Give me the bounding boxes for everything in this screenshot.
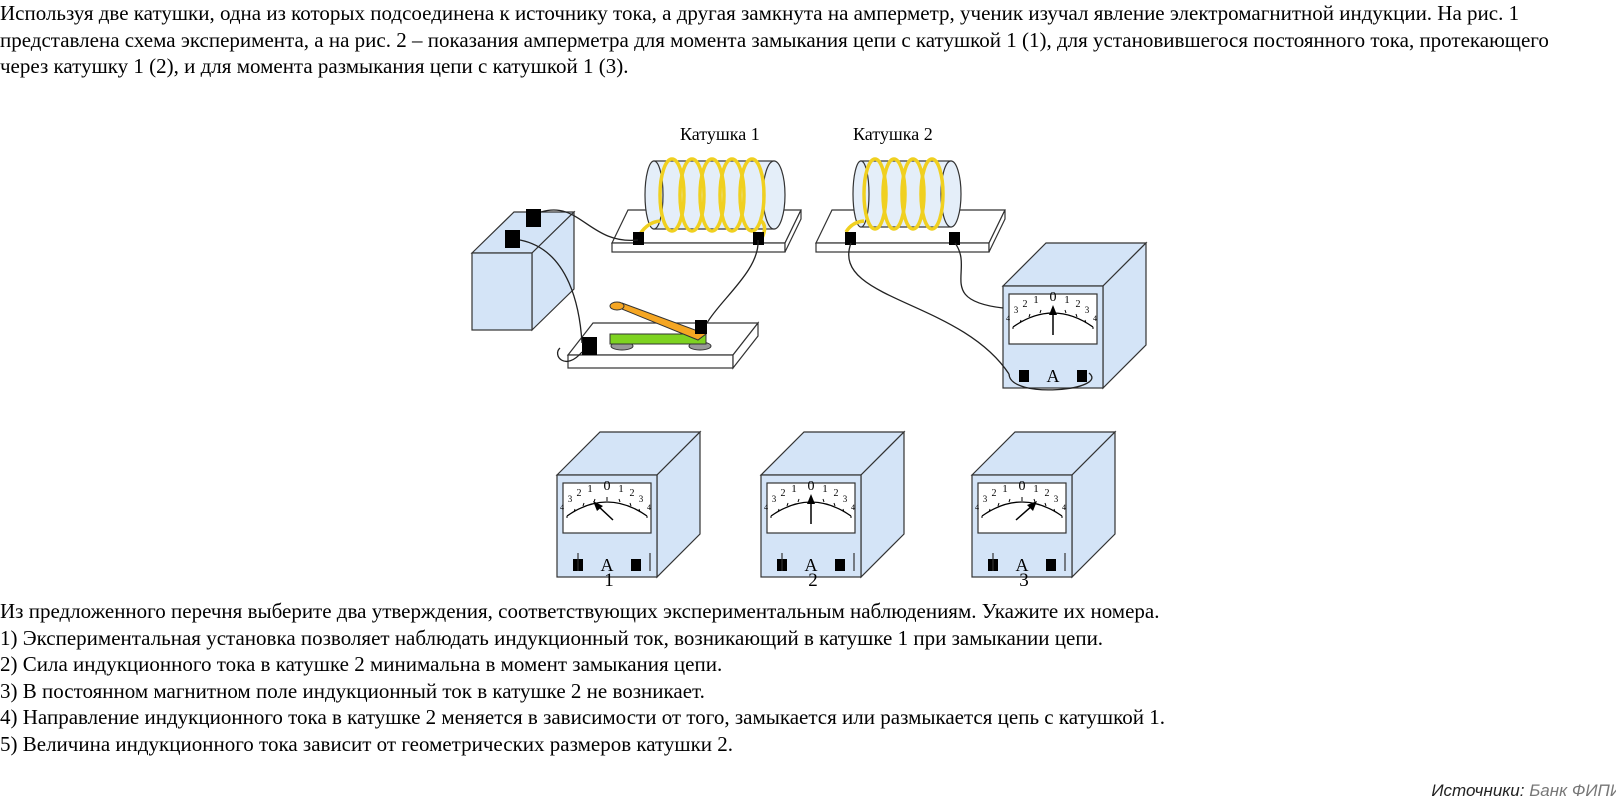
meter-reading-3 — [971, 431, 1116, 578]
option-5: 5) Величина индукционного тока зависит о… — [0, 731, 734, 756]
scale-label: 4 — [975, 503, 979, 512]
scale-label: 3 — [1014, 305, 1019, 315]
option-1: 1) Экспериментальная установка позволяет… — [0, 625, 1104, 650]
ammeter-symbol: A — [805, 555, 818, 575]
meter-caption: 1 — [604, 570, 614, 591]
scale-label: 3 — [843, 494, 848, 504]
scale-label: 4 — [1006, 314, 1010, 323]
coil-2-label: Катушка 2 — [853, 124, 933, 144]
scale-label: 4 — [647, 503, 651, 512]
scale-label: 2 — [1045, 488, 1050, 499]
coil-1 — [611, 157, 802, 253]
scale-label: 2 — [1076, 299, 1081, 310]
coil-2 — [815, 157, 1006, 253]
scale-label: 1 — [822, 483, 828, 495]
scale-label: 2 — [834, 488, 839, 499]
coil-2-terminal — [845, 232, 856, 245]
scale-label: 4 — [851, 503, 855, 512]
scale-label: 3 — [772, 494, 777, 504]
scale-label: 4 — [1062, 503, 1066, 512]
ammeter-symbol: A — [601, 555, 614, 575]
option-4: 4) Направление индукционного тока в кату… — [0, 705, 1165, 729]
ammeter-symbol: A — [1047, 366, 1060, 386]
question-block: Из предложенного перечня выберите два ут… — [0, 598, 1600, 757]
battery — [470, 209, 576, 332]
scale-label: 2 — [630, 488, 635, 499]
source-label: Источники: — [1431, 781, 1525, 800]
task-intro: Используя две катушки, одна из которых п… — [0, 1, 1549, 78]
scale-label: 3 — [1054, 494, 1059, 504]
meter-caption: 3 — [1019, 570, 1029, 591]
switch-terminal — [582, 337, 597, 355]
scale-label: 2 — [1023, 299, 1028, 310]
option-3: 3) В постоянном магнитном поле индукцион… — [0, 678, 705, 703]
switch — [566, 301, 760, 370]
scale-label: 0 — [1050, 290, 1057, 305]
coil-1-terminal — [753, 232, 764, 245]
coil-2-terminal — [949, 232, 960, 245]
scale-label: 1 — [1033, 294, 1039, 306]
scale-label: 1 — [791, 483, 797, 495]
scale-label: 4 — [1093, 314, 1097, 323]
scale-label: 0 — [1019, 479, 1026, 494]
ammeter-main — [1002, 242, 1147, 389]
scale-label: 4 — [764, 503, 768, 512]
scale-label: 3 — [1085, 305, 1090, 315]
source-line: Источники: Банк ФИПИ — [1431, 781, 1616, 801]
scale-label: 2 — [577, 488, 582, 499]
battery-terminal — [526, 209, 541, 227]
scale-label: 1 — [1002, 483, 1008, 495]
scale-label: 1 — [587, 483, 593, 495]
question-text: Из предложенного перечня выберите два ут… — [0, 599, 1160, 623]
scale-label: 0 — [604, 479, 611, 494]
scale-label: 3 — [983, 494, 988, 504]
coil-1-terminal — [633, 232, 644, 245]
scale-label: 2 — [992, 488, 997, 499]
scale-label: 3 — [568, 494, 573, 504]
scale-label: 4 — [560, 503, 564, 512]
option-2: 2) Сила индукционного тока в катушке 2 м… — [0, 652, 723, 676]
scale-label: 1 — [618, 483, 624, 495]
meter-caption: 2 — [808, 570, 818, 591]
switch-terminal — [695, 320, 707, 334]
meter-reading-2 — [760, 431, 905, 578]
scale-label: 3 — [639, 494, 644, 504]
meter-reading-1 — [556, 431, 701, 578]
ammeter-symbol: A — [1016, 555, 1029, 575]
scale-label: 0 — [808, 479, 815, 494]
scale-label: 1 — [1033, 483, 1039, 495]
coil-1-label: Катушка 1 — [680, 124, 760, 144]
wires — [519, 209, 1093, 391]
scale-label: 2 — [781, 488, 786, 499]
battery-terminal — [505, 230, 520, 248]
scale-label: 1 — [1064, 294, 1070, 306]
source-link[interactable]: Банк ФИПИ — [1529, 781, 1616, 800]
